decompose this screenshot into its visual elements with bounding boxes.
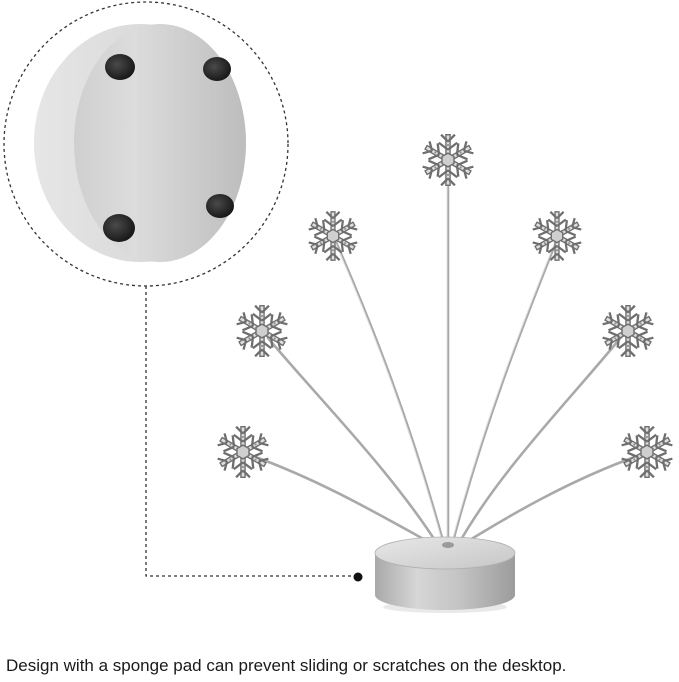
snowflake-icon xyxy=(530,210,584,262)
stems xyxy=(248,184,642,548)
rubber-foot-icon xyxy=(105,54,135,80)
base-underside xyxy=(34,24,246,262)
metal-base xyxy=(374,536,516,613)
rubber-foot-icon xyxy=(103,214,135,242)
snowflake-icon xyxy=(600,304,656,358)
detail-callout xyxy=(3,1,363,582)
rubber-foot-icon xyxy=(206,194,234,218)
snowflake-icon xyxy=(215,425,271,479)
callout-anchor-dot xyxy=(353,572,363,582)
snowflake-icon xyxy=(234,304,290,358)
callout-dashed-leader xyxy=(145,286,358,577)
snowflake-icon xyxy=(619,425,675,479)
caption-text: Design with a sponge pad can prevent sli… xyxy=(6,656,567,675)
rubber-foot-icon xyxy=(203,57,231,81)
snowflake-icon xyxy=(420,133,476,187)
snowflake-icon xyxy=(306,210,360,262)
